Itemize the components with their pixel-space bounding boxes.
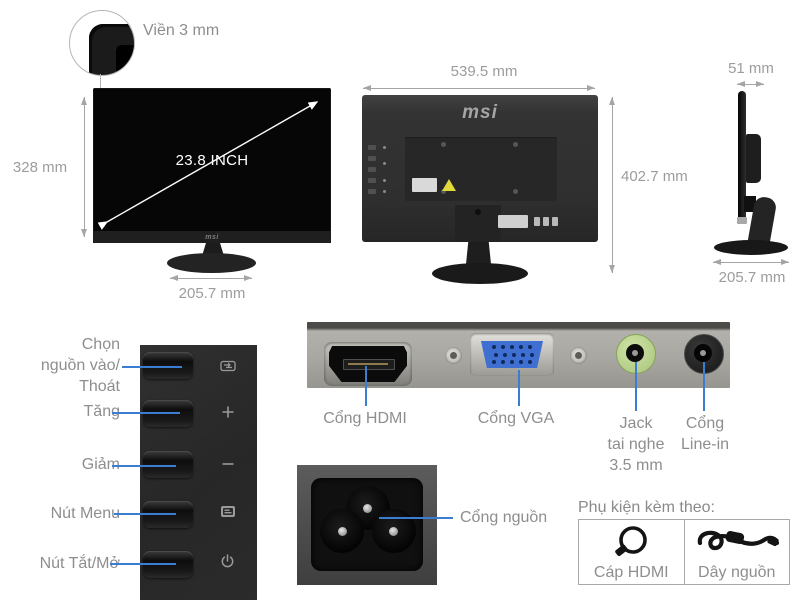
leader-line [379,517,453,519]
menu-button [143,501,193,528]
button-label-increase: Tăng [83,403,120,420]
control-panel-photo [140,345,257,600]
menu-icon [219,503,236,520]
vga-port-label: Cổng VGA [477,410,555,427]
front-stand-neck [202,243,224,256]
power-icon [219,553,236,570]
power-button [143,551,193,578]
front-base-width-dimension: 205.7 mm [178,285,246,302]
back-button [368,156,376,161]
side-depth-dimension: 51 mm [728,60,774,77]
power-cable-icon [692,520,782,563]
accessories-table: Cáp HDMI Dây nguồn [578,519,790,585]
msi-logo-front: msi [205,233,219,241]
hdmi-port-label: Cổng HDMI [323,410,407,427]
back-button [368,167,376,172]
certification-sticker [498,215,528,228]
vga-screw-left [445,347,462,364]
side-base-depth-dimension: 205.7 mm [718,269,786,286]
monitor-back-view: msi [362,95,598,242]
leader-line [112,412,180,414]
back-button [368,178,376,183]
front-height-dimension: 328 mm [12,159,68,176]
front-height-arrow [81,97,87,237]
back-width-arrow [363,85,595,91]
stand-mount-cover [455,205,501,242]
monitor-front-view: 23.8 INCH msi [93,88,331,243]
vga-port [470,333,554,376]
accessory-label: Cáp HDMI [593,564,669,581]
leader-line [114,513,176,515]
side-connector-detail [737,217,747,224]
bezel-corner-shape [89,24,134,75]
front-stand-base [167,253,256,273]
plus-icon [219,403,236,420]
leader-line [110,563,176,565]
vga-screw-right [570,347,587,364]
leader-line [112,465,176,467]
monitor-side-view [738,91,746,222]
increase-button [143,400,193,427]
minus-icon [219,455,236,472]
back-button [368,189,376,194]
leader-line [703,362,705,411]
button-label-decrease: Giảm [81,456,120,473]
bezel-callout-line [100,74,101,89]
back-button [368,145,376,150]
front-bottom-bezel: msi [93,231,331,243]
button-label-menu: Nút Menu [50,505,120,522]
warning-triangle-icon [442,179,456,191]
front-base-width-arrow [170,275,252,281]
leader-line [635,362,637,411]
accessories-title: Phụ kiện kèm theo: [578,499,715,516]
bezel-width-label: Viền 3 mm [143,22,220,39]
hdmi-port [324,342,412,386]
accessory-hdmi-cable: Cáp HDMI [579,520,684,584]
side-depth-arrow [737,81,764,87]
back-height-dimension: 402.7 mm [621,168,688,185]
screen-size-label: 23.8 INCH [175,152,249,169]
button-label-power: Nút Tắt/Mở [39,555,120,572]
power-port-label: Cổng nguồn [460,509,548,526]
side-stand-base [714,240,788,255]
back-width-dimension: 539.5 mm [450,63,518,80]
side-base-depth-arrow [713,259,789,265]
leader-line [122,366,182,368]
hdmi-cable-icon [609,520,653,563]
decrease-button [143,451,193,478]
input-select-button [143,352,193,379]
accessory-label: Dây nguồn [698,564,776,581]
accessory-power-cable: Dây nguồn [683,520,790,584]
info-sticker [412,178,437,192]
leader-line [518,370,520,406]
button-label-input-select: Chọn nguồn vào/ Thoát [40,336,120,395]
side-electronics-bulge [746,134,761,183]
input-select-icon [219,357,236,374]
msi-logo-back: msi [462,102,498,123]
bezel-zoom-circle [69,10,135,76]
headphone-jack-label: Jack tai nghe 3.5 mm [607,415,665,474]
back-height-arrow [609,97,615,273]
line-in-port-label: Cổng Line-in [680,415,730,453]
power-port-photo [297,465,437,585]
power-port [311,478,423,571]
leader-line [365,366,367,406]
back-stand-base [432,263,528,284]
diagonal-arrow [97,101,319,230]
